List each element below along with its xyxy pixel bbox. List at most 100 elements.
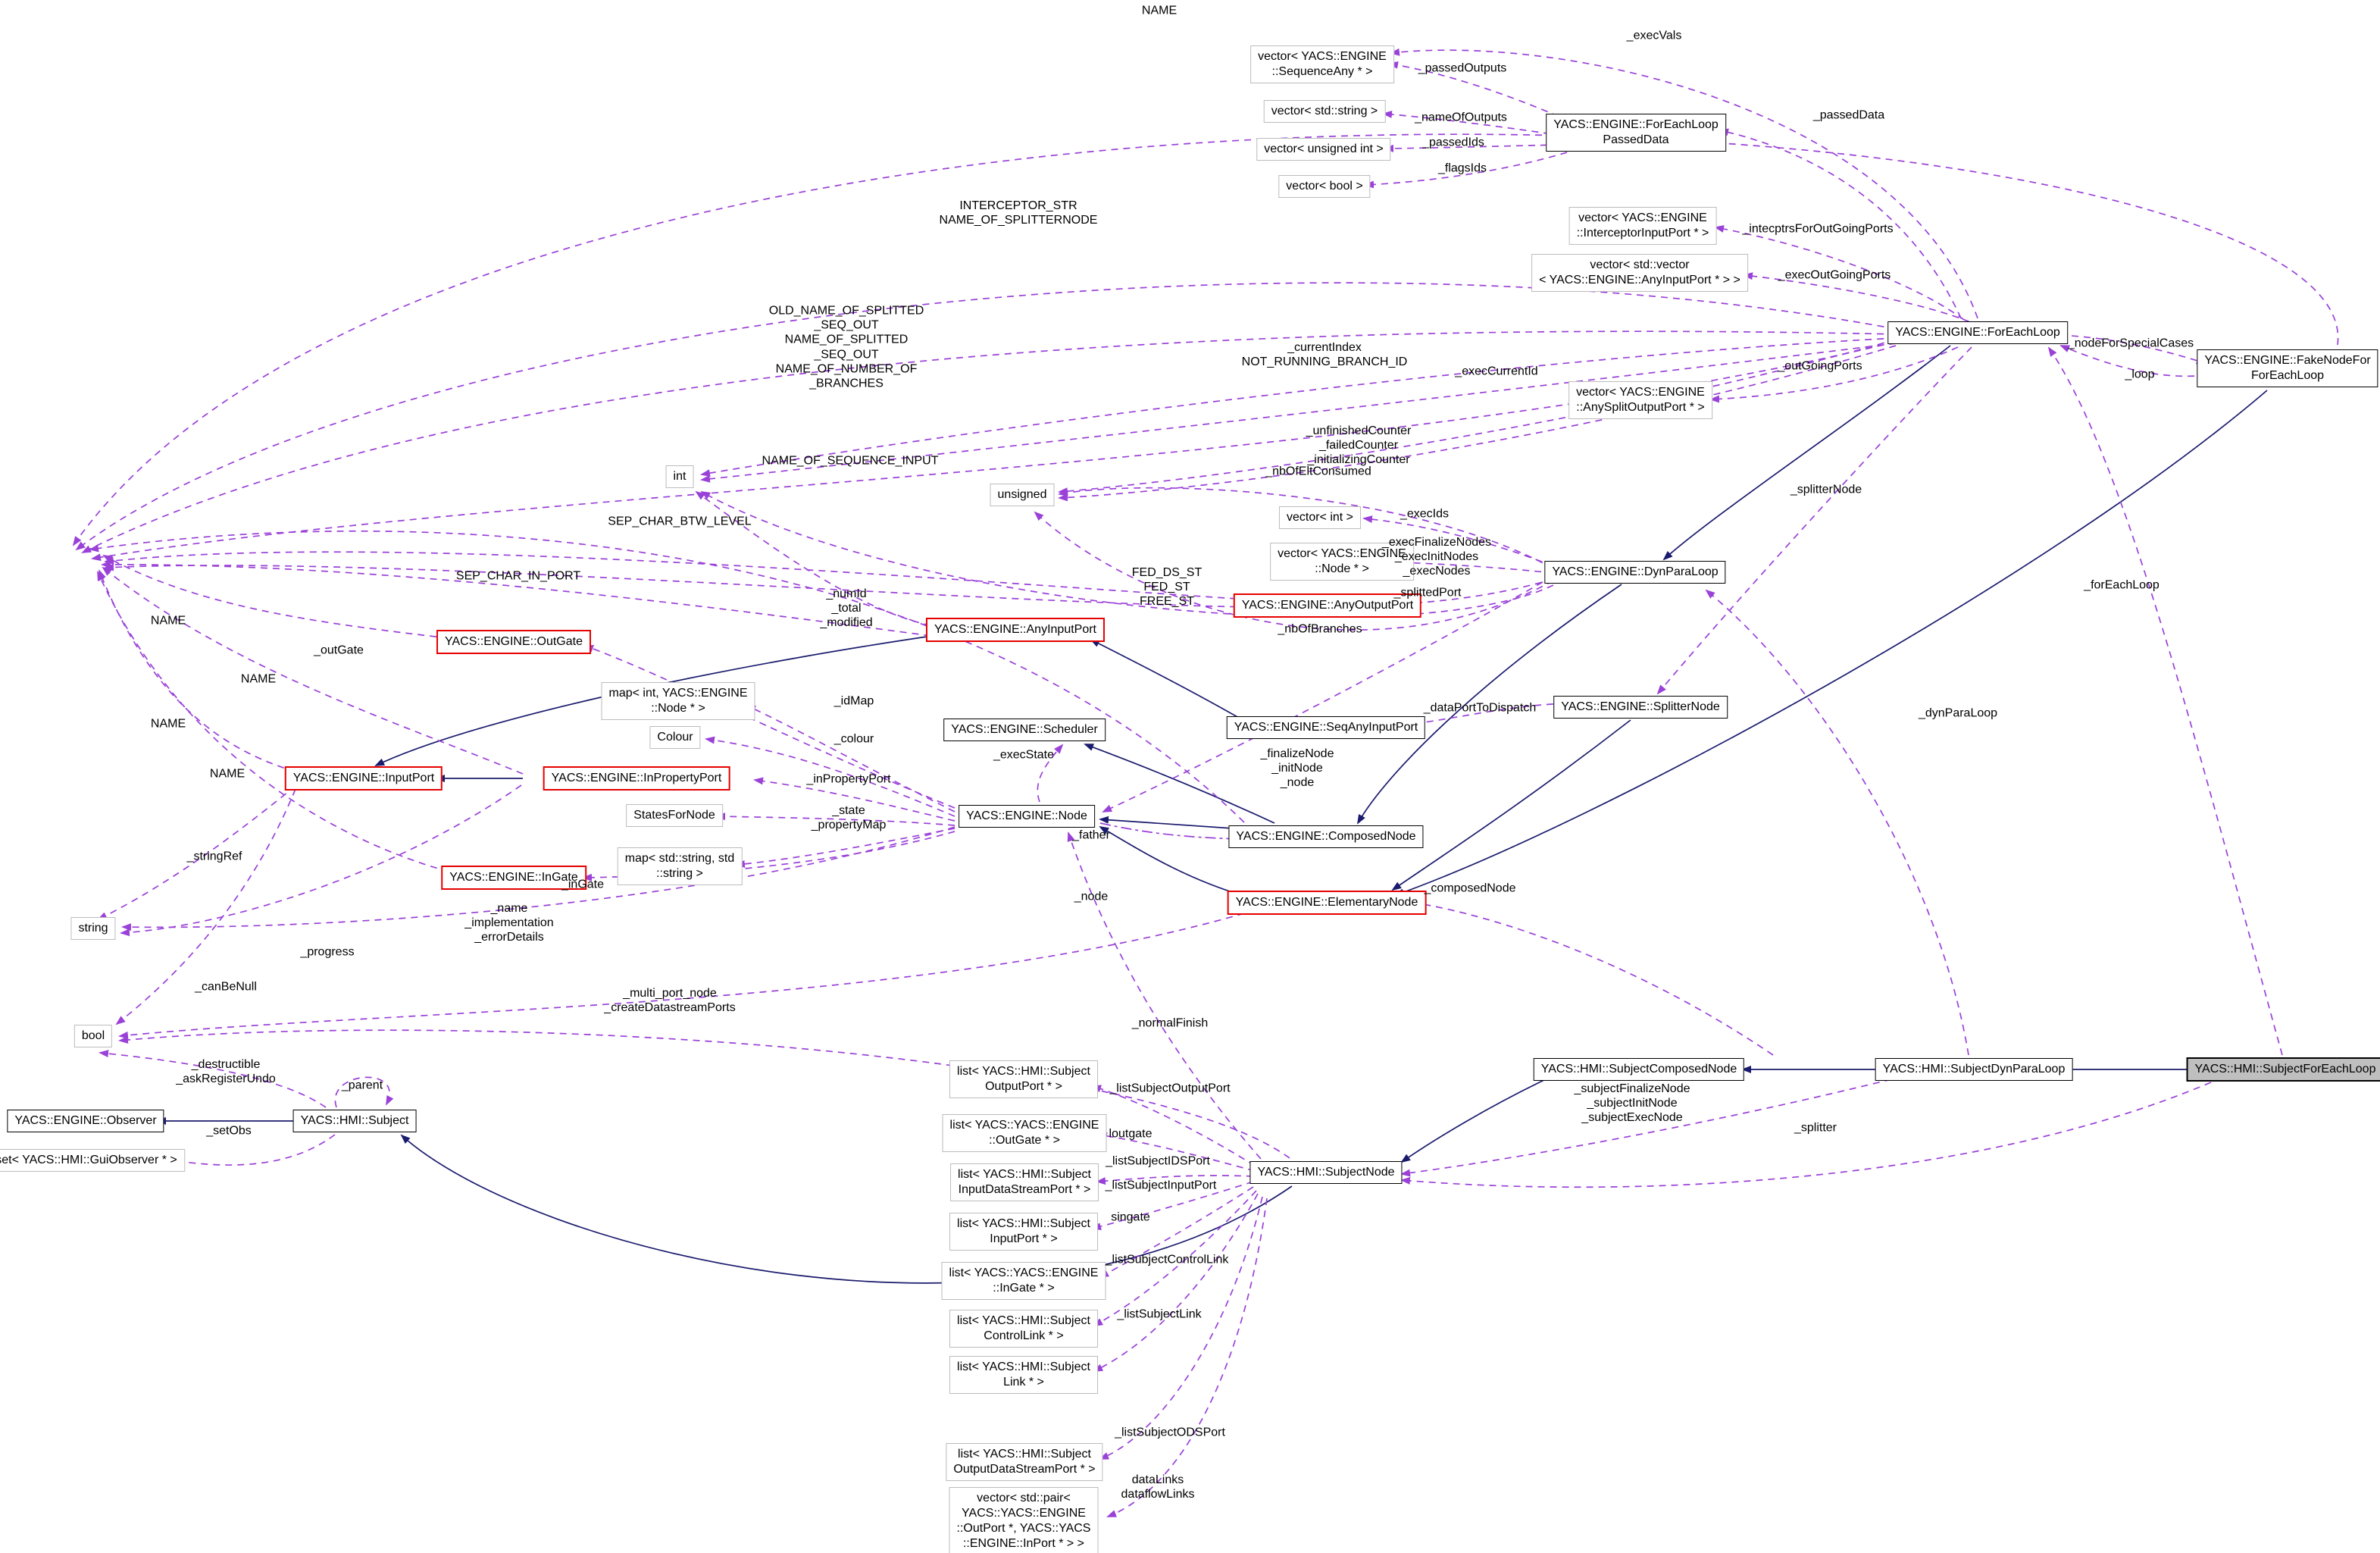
inheritance-edge-1	[1099, 816, 1245, 830]
usage-edge-50	[102, 566, 524, 775]
usage-edge-41	[1058, 487, 1554, 569]
edge-label-4: _nameOfOutputs	[1415, 111, 1507, 124]
usage-edge-19	[1382, 110, 1563, 136]
class-box-fakenodeforforeachloop[interactable]: YACS::ENGINE::FakeNodeFor ForEachLoop	[2197, 349, 2378, 387]
class-box-int: int	[665, 465, 694, 488]
edge-label-3: _passedData	[1812, 108, 1885, 122]
edge-label-8: _intecptrsForOutGoingPorts	[1742, 222, 1894, 236]
class-box-inputport[interactable]: YACS::ENGINE::InputPort	[284, 766, 443, 791]
usage-edge-57	[715, 813, 955, 826]
class-box-list-subject-controllink: list< YACS::HMI::Subject ControlLink * >	[949, 1310, 1098, 1348]
class-box-ingate[interactable]: YACS::ENGINE::InGate	[441, 866, 586, 890]
edge-label-26: SEP_CHAR_IN_PORT	[455, 569, 581, 583]
class-box-splitternode[interactable]: YACS::ENGINE::SplitterNode	[1553, 696, 1728, 719]
class-box-map-string-string: map< std::string, std ::string >	[617, 847, 743, 885]
edge-label-48: _progress	[300, 945, 355, 959]
edge-label-11: _currentIndex NOT_RUNNING_BRANCH_ID	[1241, 340, 1408, 368]
class-box-subject[interactable]: YACS::HMI::Subject	[292, 1110, 417, 1132]
class-box-foreachloop-passeddata[interactable]: YACS::ENGINE::ForEachLoop PassedData	[1546, 114, 1726, 152]
usage-edge-56	[753, 777, 955, 822]
edge-label-51: _normalFinish	[1131, 1016, 1209, 1030]
usage-edge-39	[1409, 578, 1554, 607]
edge-label-12: _execCurrentId	[1455, 365, 1538, 378]
usage-edge-27	[81, 330, 1897, 553]
class-box-observer[interactable]: YACS::ENGINE::Observer	[7, 1110, 164, 1132]
class-box-list-subject-link: list< YACS::HMI::Subject Link * >	[949, 1356, 1098, 1394]
class-box-anyoutputport[interactable]: YACS::ENGINE::AnyOutputPort	[1233, 593, 1422, 618]
edge-label-18: _nbOfEltConsumed	[1265, 465, 1371, 478]
edge-label-46: _stringRef	[186, 850, 242, 863]
class-box-dynparaloop[interactable]: YACS::ENGINE::DynParaLoop	[1544, 561, 1726, 584]
edge-label-38: _father	[1072, 828, 1110, 842]
usage-edge-16	[72, 133, 2339, 546]
edge-label-55: _subjectFinalizeNode _subjectInitNode _s…	[1574, 1082, 1690, 1125]
class-box-elementarynode[interactable]: YACS::ENGINE::ElementaryNode	[1227, 891, 1427, 915]
class-box-seqanyinputport[interactable]: YACS::ENGINE::SeqAnyInputPort	[1226, 716, 1426, 739]
class-box-foreachloop[interactable]: YACS::ENGINE::ForEachLoop	[1887, 321, 2068, 344]
usage-edge-51	[99, 569, 296, 772]
inheritance-edge-5	[1391, 719, 1631, 891]
edge-label-53: _parent	[341, 1079, 383, 1092]
usage-edge-64	[97, 785, 296, 920]
edge-label-30: NAME	[240, 672, 277, 686]
inheritance-edge-2	[1099, 825, 1247, 897]
edge-label-25: SEP_CHAR_BTW_LEVEL	[608, 515, 752, 528]
inheritance-edge-11	[400, 1134, 1293, 1284]
class-box-inpropertyport[interactable]: YACS::ENGINE::InPropertyPort	[543, 766, 730, 791]
edge-label-20: _execIds	[1400, 507, 1450, 521]
usage-edge-35	[2059, 334, 2206, 365]
edge-label-22: _splittedPort	[1393, 586, 1462, 600]
inheritance-edge-9	[1394, 390, 2268, 896]
class-box-vec-bool: vector< bool >	[1278, 175, 1371, 198]
class-box-scheduler[interactable]: YACS::ENGINE::Scheduler	[943, 719, 1106, 741]
inheritance-edge-7	[1090, 639, 1245, 722]
class-box-subjectforeachloop: YACS::HMI::SubjectForEachLoop	[2186, 1057, 2380, 1082]
class-box-string: string	[70, 917, 116, 940]
class-box-subjectcomposednode[interactable]: YACS::HMI::SubjectComposedNode	[1533, 1058, 1745, 1081]
usage-edge-37	[1362, 515, 1554, 567]
usage-edge-33	[1656, 346, 1972, 695]
edge-label-7: INTERCEPTOR_STR NAME_OF_SPLITTERNODE	[939, 199, 1098, 227]
edge-label-27: _numId _total _modified	[820, 587, 873, 630]
usage-edge-23	[1714, 225, 1965, 321]
edge-label-35: _inPropertyPort	[806, 772, 891, 786]
usage-edge-46	[104, 563, 1249, 608]
class-box-subjectnode[interactable]: YACS::HMI::SubjectNode	[1249, 1161, 1403, 1184]
usage-edge-52	[97, 571, 449, 872]
class-box-outgate[interactable]: YACS::ENGINE::OutGate	[436, 630, 591, 654]
usage-edge-49	[102, 555, 449, 639]
edge-label-60: _listSubjectInputPort	[1105, 1179, 1217, 1192]
edge-label-19: _splitterNode	[1790, 483, 1862, 496]
usage-edge-32	[1058, 345, 1897, 502]
usage-edge-36	[2047, 346, 2283, 1056]
edge-label-24: _nbOfBranches	[1278, 622, 1362, 636]
inheritance-edge-12	[1400, 1078, 1548, 1163]
edge-label-17: NAME_OF_SEQUENCE_INPUT	[762, 454, 939, 468]
usage-edge-84	[1034, 511, 1554, 631]
class-box-subjectdynparaloop[interactable]: YACS::HMI::SubjectDynParaLoop	[1875, 1058, 2073, 1081]
edge-label-41: _dataPortToDispatch	[1423, 701, 1537, 715]
usage-edge-15	[1099, 822, 1241, 843]
usage-edge-34	[2059, 345, 2207, 377]
usage-edge-40	[700, 491, 1554, 618]
edge-label-45: _composedNode	[1424, 881, 1516, 895]
edge-label-64: _listSubjectODSPort	[1115, 1426, 1225, 1439]
usage-edge-75	[1091, 1085, 1256, 1166]
class-box-composednode[interactable]: YACS::ENGINE::ComposedNode	[1228, 825, 1424, 848]
class-box-statesfornode: StatesForNode	[626, 804, 723, 827]
edge-label-31: _idMap	[833, 694, 874, 708]
edge-label-47: _name _implementation _errorDetails	[464, 902, 554, 944]
usage-edge-62	[1067, 831, 1262, 1160]
inheritance-edge-3	[1357, 584, 1622, 825]
edge-label-0: NAME	[1141, 4, 1177, 17]
edge-label-21: _execFinalizeNodes _execInitNodes _execN…	[1381, 536, 1492, 578]
edge-label-29: _outGate	[314, 643, 364, 657]
edge-label-13: _nodeForSpecialCases	[2067, 337, 2194, 350]
class-box-node[interactable]: YACS::ENGINE::Node	[959, 805, 1095, 828]
class-box-anyinputport[interactable]: YACS::ENGINE::AnyInputPort	[925, 618, 1106, 642]
usage-edge-72	[171, 1134, 336, 1166]
edge-label-5: _passedIds	[1422, 136, 1484, 149]
edge-label-62: _listSubjectControlLink	[1105, 1253, 1229, 1267]
class-box-bool: bool	[73, 1025, 113, 1047]
